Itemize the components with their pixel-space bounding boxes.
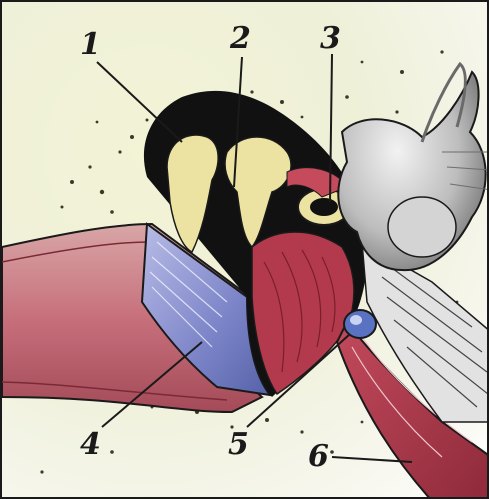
label-3: 3: [320, 24, 341, 54]
leader-line-1: [97, 62, 182, 142]
middle-ear-muscle: [252, 232, 354, 394]
label-1: 1: [80, 30, 101, 60]
label-2: 2: [230, 24, 251, 54]
label-4: 4: [80, 430, 101, 460]
stapes-hole: [310, 198, 338, 216]
label-6: 6: [308, 442, 329, 472]
tube-opening-highlight: [350, 315, 362, 325]
vestibule: [388, 197, 456, 257]
label-5: 5: [228, 430, 249, 460]
